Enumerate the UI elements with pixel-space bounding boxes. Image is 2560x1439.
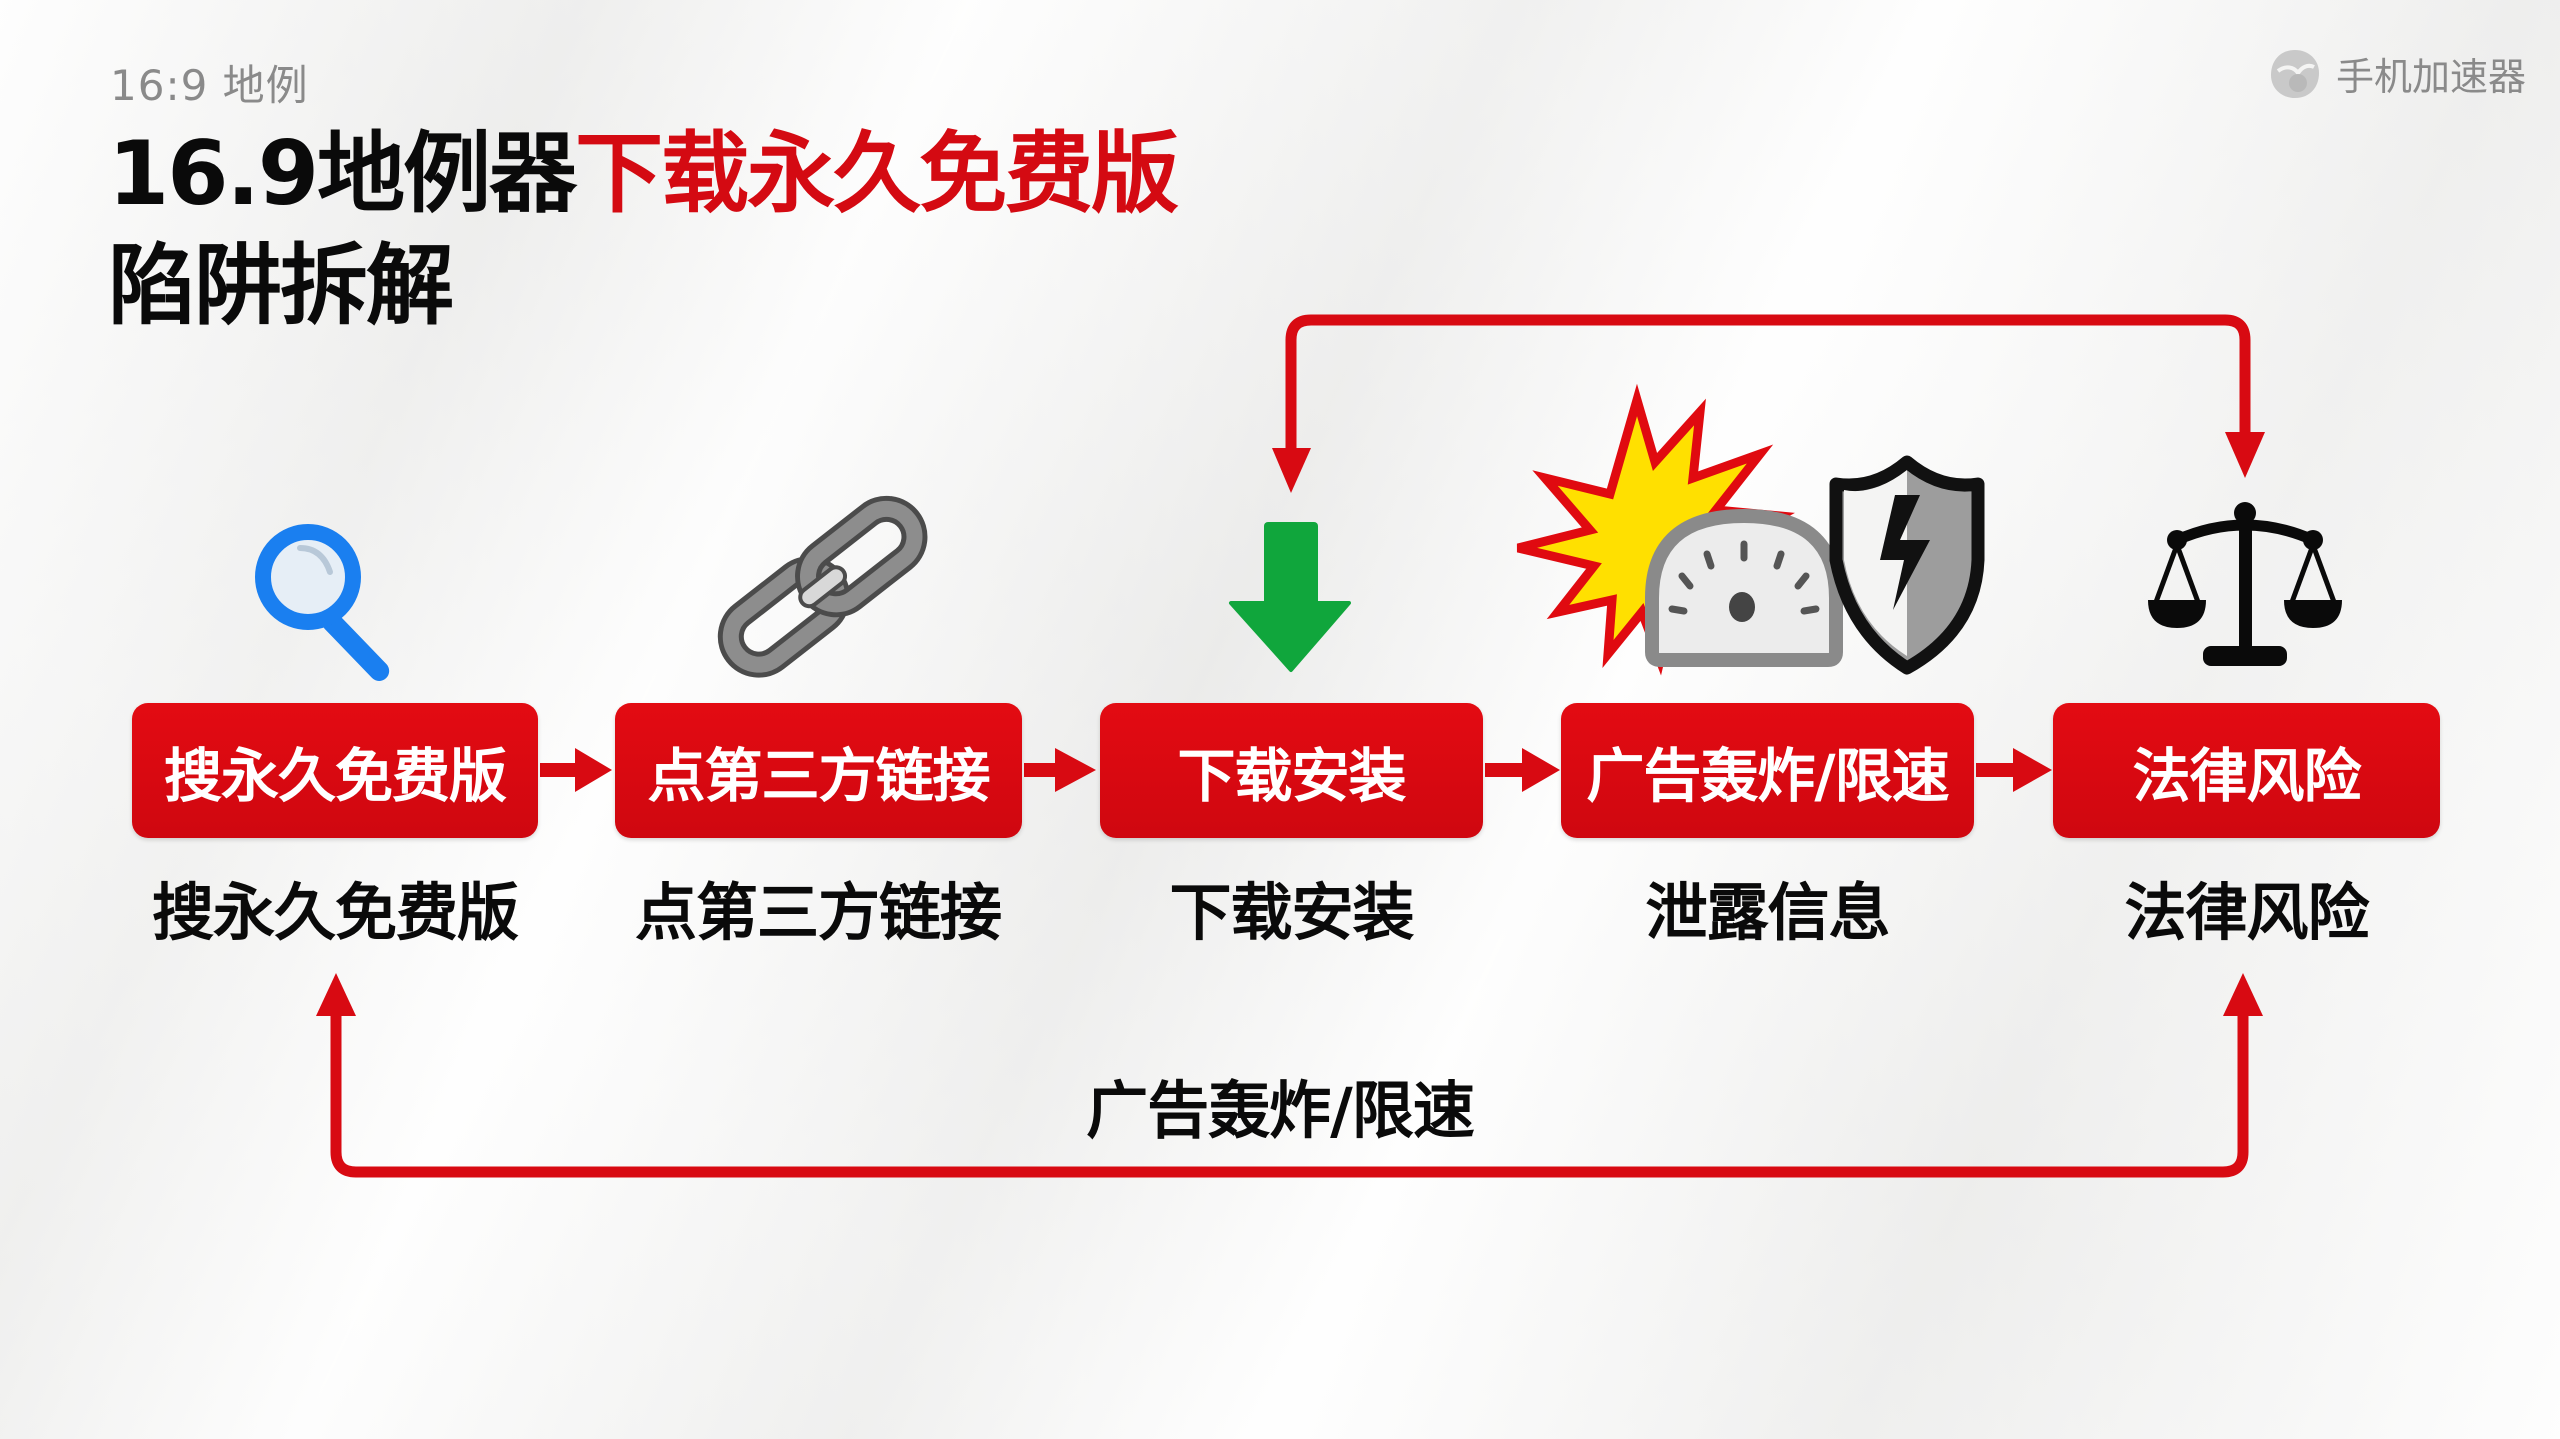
- step-box-legal-risk[interactable]: 法律风险: [2053, 703, 2440, 838]
- watermark: 手机加速器: [2268, 46, 2526, 101]
- title-black-part: 16.9地例器: [108, 122, 577, 225]
- step-caption-third-party-link: 点第三方链接: [634, 876, 1002, 949]
- top-loop-connector: [1272, 314, 2265, 493]
- magnifier-icon: [255, 524, 390, 681]
- title-red-part: 下载永久免费版: [575, 122, 1179, 225]
- bottom-loop-connector: [316, 973, 2263, 1178]
- scales-of-justice-icon: [2148, 502, 2342, 666]
- step-caption-search: 搜永久免费版: [151, 876, 519, 949]
- step-box-ads-throttle[interactable]: 广告轰炸/限速: [1561, 703, 1974, 838]
- title-line-2: 陷阱拆解: [108, 234, 454, 337]
- watermark-text: 手机加速器: [2336, 55, 2527, 99]
- step-caption-legal-risk: 法律风险: [2124, 876, 2369, 949]
- arrow-down-icon: [2225, 432, 2265, 478]
- logo-mark-icon: [2271, 49, 2319, 98]
- step-caption-info-leak: 泄露信息: [1645, 876, 1890, 949]
- title-line-1: 16.9地例器下载永久免费版: [108, 118, 1179, 230]
- arrow-up-icon: [2223, 973, 2263, 1016]
- step-box-third-party-link[interactable]: 点第三方链接: [615, 703, 1022, 838]
- step-box-search[interactable]: 搜永久免费版: [132, 703, 538, 838]
- step-box-download-install[interactable]: 下载安装: [1100, 703, 1483, 838]
- download-arrow-icon: [1229, 522, 1351, 672]
- chain-link-icon: [717, 495, 928, 678]
- arrow-down-icon: [1272, 448, 1311, 493]
- explosion-speedometer-shield-icon: [1516, 383, 1985, 676]
- speedometer-icon: [1645, 508, 1843, 667]
- broken-shield-icon: [1829, 455, 1985, 675]
- step-arrows: [540, 748, 2052, 792]
- page-title: 16.9地例器下载永久免费版 陷阱拆解: [108, 118, 1179, 342]
- arrow-up-icon: [316, 973, 356, 1016]
- bottom-loop-label: 广告轰炸/限速: [1086, 1074, 1475, 1147]
- step-caption-download-install: 下载安装: [1169, 876, 1414, 949]
- slide-label: 16:9 地例: [110, 61, 309, 110]
